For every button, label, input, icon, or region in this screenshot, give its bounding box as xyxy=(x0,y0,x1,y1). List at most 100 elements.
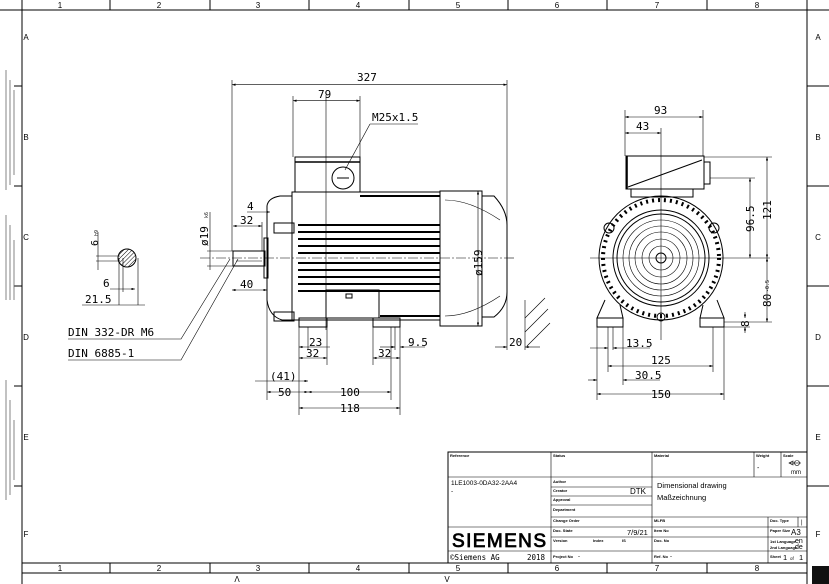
dim-4: 4 xyxy=(247,200,254,213)
sheet-total: 1 xyxy=(799,553,803,562)
dim-327: 327 xyxy=(357,71,377,84)
shaft-tolerance: k6 xyxy=(204,212,210,218)
row-label: A xyxy=(23,33,29,42)
ref-no-value: - xyxy=(670,554,672,560)
siemens-logo: SIEMENS xyxy=(452,531,546,552)
column-label: 7 xyxy=(655,564,660,573)
row-label: E xyxy=(815,433,820,442)
projection-symbol-icon xyxy=(788,460,801,466)
copyright: ©Siemens AG xyxy=(450,553,500,562)
row-label: F xyxy=(24,530,29,539)
lang2-value: de xyxy=(795,544,803,551)
version-label: Version xyxy=(553,538,568,543)
column-label: 5 xyxy=(456,1,461,10)
sheet-of: of xyxy=(790,556,795,561)
column-label: 3 xyxy=(256,1,261,10)
scale-label: Scale xyxy=(783,453,794,458)
dim-13-5: 13.5 xyxy=(626,337,653,350)
copyright-year: 2018 xyxy=(527,553,546,562)
creator-value: DTK xyxy=(630,487,647,496)
dim-30-5: 30.5 xyxy=(635,369,662,382)
bottom-mark: Λ xyxy=(234,575,240,584)
column-label: 1 xyxy=(58,1,63,10)
dim-shaft-diameter: ø19 xyxy=(198,226,211,246)
lang1-value: en xyxy=(795,538,803,545)
margin-notes xyxy=(5,70,15,500)
dim-8: 8 xyxy=(739,320,752,327)
column-label: 1 xyxy=(58,564,63,573)
dim-93: 93 xyxy=(654,104,667,117)
dim-32-shaft: 32 xyxy=(240,214,253,227)
standard-label: DIN 332-DR M6 xyxy=(68,326,154,339)
department-label: Department xyxy=(553,507,576,512)
shaft-height-label: 21.5 xyxy=(85,293,112,306)
sheet-value: 1 xyxy=(783,553,787,562)
doc-type-label: Doc. Type xyxy=(770,518,790,523)
approval-label: Approval xyxy=(553,497,570,502)
row-label: D xyxy=(23,333,29,342)
row-label: D xyxy=(815,333,821,342)
dim-118: 118 xyxy=(340,402,360,415)
cooling-fins xyxy=(298,195,440,317)
lang2-label: 2nd Language xyxy=(770,545,798,550)
dim-150: 150 xyxy=(651,388,671,401)
row-label: C xyxy=(815,233,821,242)
motor-end-view: 93 43 121 96.5 80 -0.5 8 13.5 125 30.5 1… xyxy=(588,104,774,401)
title-english: Dimensional drawing xyxy=(657,481,727,490)
key-depth-label: 6 xyxy=(103,277,110,290)
column-label: 2 xyxy=(157,1,162,10)
material-label: Material xyxy=(654,453,669,458)
paper-size-value: A3 xyxy=(791,528,801,537)
dim-80: 80 xyxy=(761,294,774,307)
column-label: 2 xyxy=(157,564,162,573)
key-tolerance-label: h9 xyxy=(94,230,100,236)
motor-side-view: M25x1.5 xyxy=(198,71,551,415)
dim-9-5: 9.5 xyxy=(408,336,428,349)
dim-41: (41) xyxy=(270,370,297,383)
dim-100: 100 xyxy=(340,386,360,399)
item-no-label: Item No xyxy=(654,528,669,533)
row-label: F xyxy=(816,530,821,539)
reference-sub: - xyxy=(451,488,453,495)
mlfb-label: MLFB xyxy=(654,518,665,523)
doc-type-value: | xyxy=(801,520,803,526)
dim-43: 43 xyxy=(636,120,649,133)
bottom-mark: V xyxy=(444,575,450,584)
row-label: A xyxy=(815,33,821,42)
sheet-label: Sheet xyxy=(770,554,782,559)
column-label: 4 xyxy=(356,1,361,10)
column-label: 4 xyxy=(356,564,361,573)
dim-fan-cover-diameter: ø159 xyxy=(472,250,485,277)
creator-label: Creator xyxy=(553,488,568,493)
column-label: 8 xyxy=(755,564,760,573)
dim-23: 23 xyxy=(309,336,322,349)
dim-96-5: 96.5 xyxy=(744,206,757,233)
project-no-label: Project No xyxy=(553,554,574,559)
row-label: B xyxy=(815,133,820,142)
dim-32-foot-right: 32 xyxy=(378,347,391,360)
status-label: Status xyxy=(553,453,566,458)
row-label: E xyxy=(23,433,28,442)
dim-20: 20 xyxy=(509,336,522,349)
title-block: Reference Status Material Weight - Scale… xyxy=(447,451,808,564)
column-label: 6 xyxy=(555,564,560,573)
dim-125: 125 xyxy=(651,354,671,367)
standard-label: DIN 6885-1 xyxy=(68,347,134,360)
lang1-label: 1st Language xyxy=(770,539,797,544)
dim-121: 121 xyxy=(761,200,774,220)
column-label: 6 xyxy=(555,1,560,10)
dim-32-foot-left: 32 xyxy=(306,347,319,360)
dim-50: 50 xyxy=(278,386,291,399)
index-label: Index xyxy=(593,538,604,543)
weight-value: - xyxy=(757,465,760,472)
reference-value: 1LE1003-0DA32-2AA4 xyxy=(451,480,518,487)
dim-79: 79 xyxy=(318,88,331,101)
ref-no-label: Ref. No xyxy=(654,554,669,559)
column-label: 7 xyxy=(655,1,660,10)
project-no-value: - xyxy=(578,554,580,560)
doc-state-label: Doc. State xyxy=(553,528,573,533)
column-label: 5 xyxy=(456,564,461,573)
scale-unit: mm xyxy=(791,470,801,476)
